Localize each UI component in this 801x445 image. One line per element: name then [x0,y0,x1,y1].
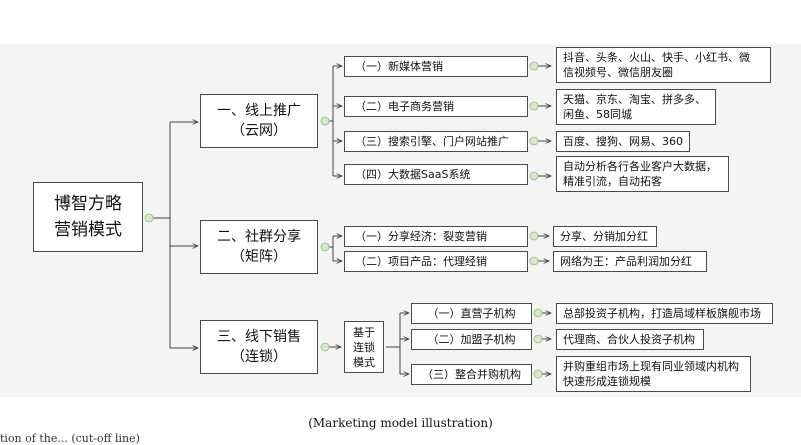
online-detail-bigdata: 自动分析各行各业客户大数据，精准引流，自动拓客 [556,156,729,192]
root-line-2: 营销模式 [54,220,122,240]
community-item-sharing: （一）分享经济：裂变营销 [344,226,528,247]
chain-model-node: 基于 连锁 模式 [344,321,384,373]
community-detail-agency: 网络为王：产品利润加分红 [553,251,707,272]
online-detail-search: 百度、搜狗、网易、360 [556,131,690,152]
branch-community-node: 二、社群分享 （矩阵） [200,220,318,274]
offline-detail-direct: 总部投资子机构，打造局域样板旗舰市场 [556,303,773,324]
online-detail-new-media: 抖音、头条、火山、快手、小红书、微信视频号、微信朋友圈 [556,47,771,83]
root-line-1: 博智方略 [54,194,122,214]
online-item-bigdata: （四）大数据SaaS系统 [344,164,528,185]
branch-title-line-2: （矩阵） [231,249,287,265]
branch-online-node: 一、线上推广 （云网） [200,94,318,148]
clipped-text-line: tion of the... (cut-off line) [0,432,140,445]
community-detail-sharing: 分享、分销加分红 [553,226,657,247]
online-item-ecommerce: （二）电子商务营销 [344,96,528,117]
branch-title-line-1: 三、线下销售 [217,329,301,345]
branch-title-line-2: （连锁） [231,349,287,365]
root-node: 博智方略 营销模式 [33,182,143,252]
online-item-search: （三）搜索引擎、门户网站推广 [344,131,528,152]
offline-item-direct: （一）直营子机构 [411,303,532,324]
offline-detail-franchise: 代理商、合伙人投资子机构 [556,329,704,350]
offline-item-acquisition: （三）整合并购机构 [411,364,532,385]
branch-title-line-1: 一、线上推广 [217,103,301,119]
figure-caption: (Marketing model illustration) [308,416,493,430]
online-item-new-media: （一）新媒体营销 [344,56,528,77]
branch-offline-node: 三、线下销售 （连锁） [200,320,318,374]
offline-item-franchise: （二）加盟子机构 [411,329,532,350]
branch-title-line-1: 二、社群分享 [217,229,301,245]
offline-detail-acquisition: 并购重组市场上现有同业领域内机构快速形成连锁规模 [556,356,751,392]
branch-title-line-2: （云网） [231,123,287,139]
online-detail-ecommerce: 天猫、京东、淘宝、拼多多、闲鱼、58同城 [556,89,716,125]
community-item-agency: （二）项目产品：代理经销 [344,251,528,272]
